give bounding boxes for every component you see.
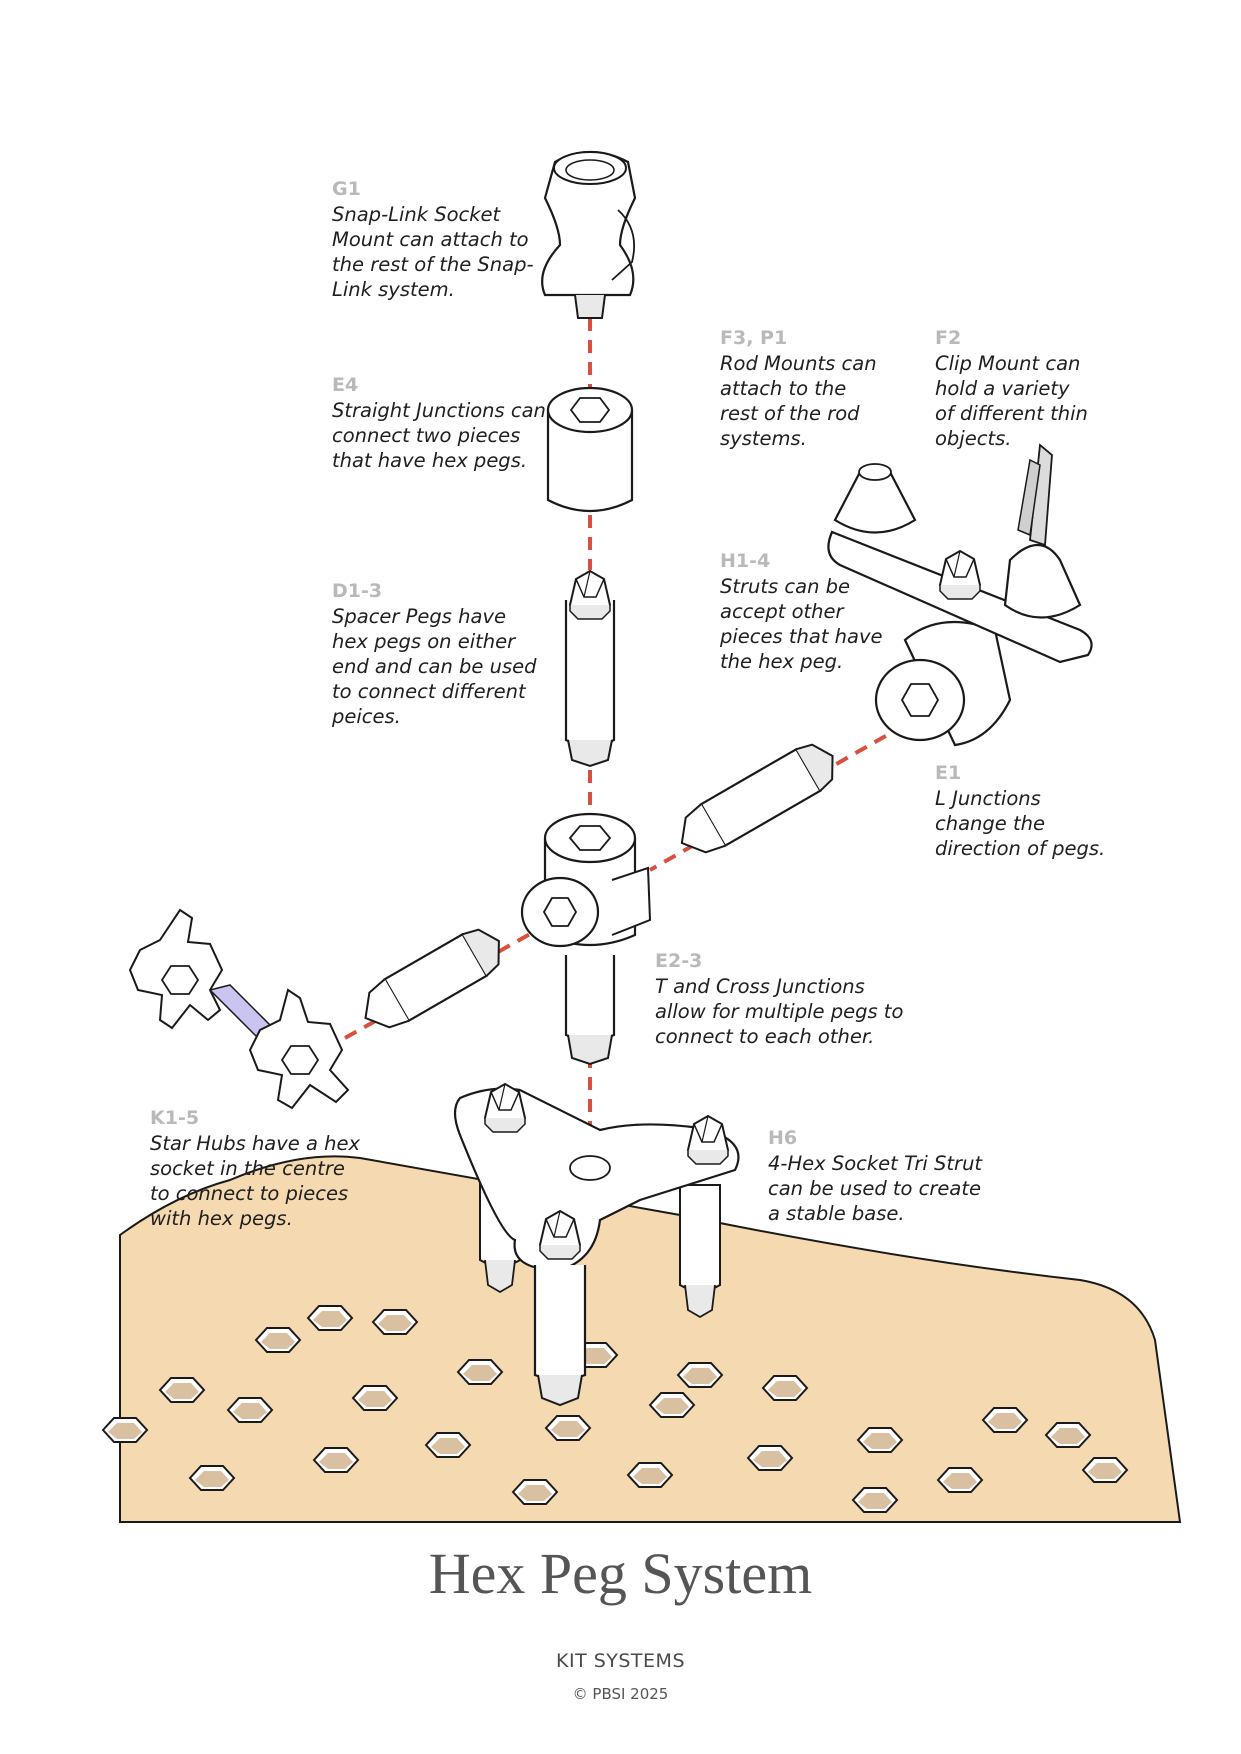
straight-junction — [546, 386, 634, 513]
star-hubs — [128, 908, 350, 1110]
label-f2: F2 Clip Mount can hold a variety of diff… — [935, 325, 1115, 451]
part-code: K1-5 — [150, 1107, 200, 1129]
part-code: E1 — [935, 762, 962, 784]
label-d13: D1-3 Spacer Pegs have hex pegs on either… — [332, 578, 552, 729]
part-code: H6 — [768, 1127, 798, 1149]
part-description: 4-Hex Socket Tri Strut can be used to cr… — [768, 1152, 983, 1225]
part-code: E4 — [332, 374, 359, 396]
part-description: Spacer Pegs have hex pegs on either end … — [332, 605, 537, 728]
part-code: E2-3 — [655, 950, 703, 972]
spacer-peg — [564, 570, 616, 768]
part-description: Star Hubs have a hex socket in the centr… — [150, 1132, 361, 1230]
rod-clip-mount — [827, 443, 1093, 664]
left-peg — [364, 928, 500, 1029]
label-f3p1: F3, P1 Rod Mounts can attach to the rest… — [720, 325, 900, 451]
part-description: Rod Mounts can attach to the rest of the… — [720, 352, 877, 450]
label-e4: E4 Straight Junctions can connect two pi… — [332, 372, 572, 473]
l-junction — [874, 620, 1012, 747]
label-h6: H6 4-Hex Socket Tri Strut can be used to… — [768, 1125, 1018, 1226]
part-description: T and Cross Junctions allow for multiple… — [655, 975, 904, 1048]
copyright: © PBSI 2025 — [572, 1685, 669, 1703]
strut-peg — [680, 743, 834, 854]
part-description: Straight Junctions can connect two piece… — [332, 399, 546, 472]
part-code: H1-4 — [720, 550, 771, 572]
pegboard — [119, 1155, 1182, 1523]
part-code: F2 — [935, 327, 962, 349]
t-cross-junction — [520, 812, 652, 1066]
part-description: Snap-Link Socket Mount can attach to the… — [332, 203, 534, 301]
label-e1: E1 L Junctions change the direction of p… — [935, 760, 1125, 861]
part-description: L Junctions change the direction of pegs… — [935, 787, 1106, 860]
part-code: G1 — [332, 178, 361, 200]
part-code: F3, P1 — [720, 327, 788, 349]
part-description: Clip Mount can hold a variety of differe… — [935, 352, 1088, 450]
snap-link-socket-mount — [541, 151, 637, 319]
page-title: Hex Peg System — [428, 1541, 813, 1606]
part-code: D1-3 — [332, 580, 383, 602]
page-subtitle: KIT SYSTEMS — [556, 1650, 685, 1672]
label-e23: E2-3 T and Cross Junctions allow for mul… — [655, 948, 925, 1049]
label-h14: H1-4 Struts can be accept other pieces t… — [720, 548, 900, 674]
label-k15: K1-5 Star Hubs have a hex socket in the … — [150, 1105, 380, 1231]
label-g1: G1 Snap-Link Socket Mount can attach to … — [332, 176, 552, 302]
part-description: Struts can be accept other pieces that h… — [720, 575, 883, 673]
tri-strut — [453, 1083, 740, 1407]
